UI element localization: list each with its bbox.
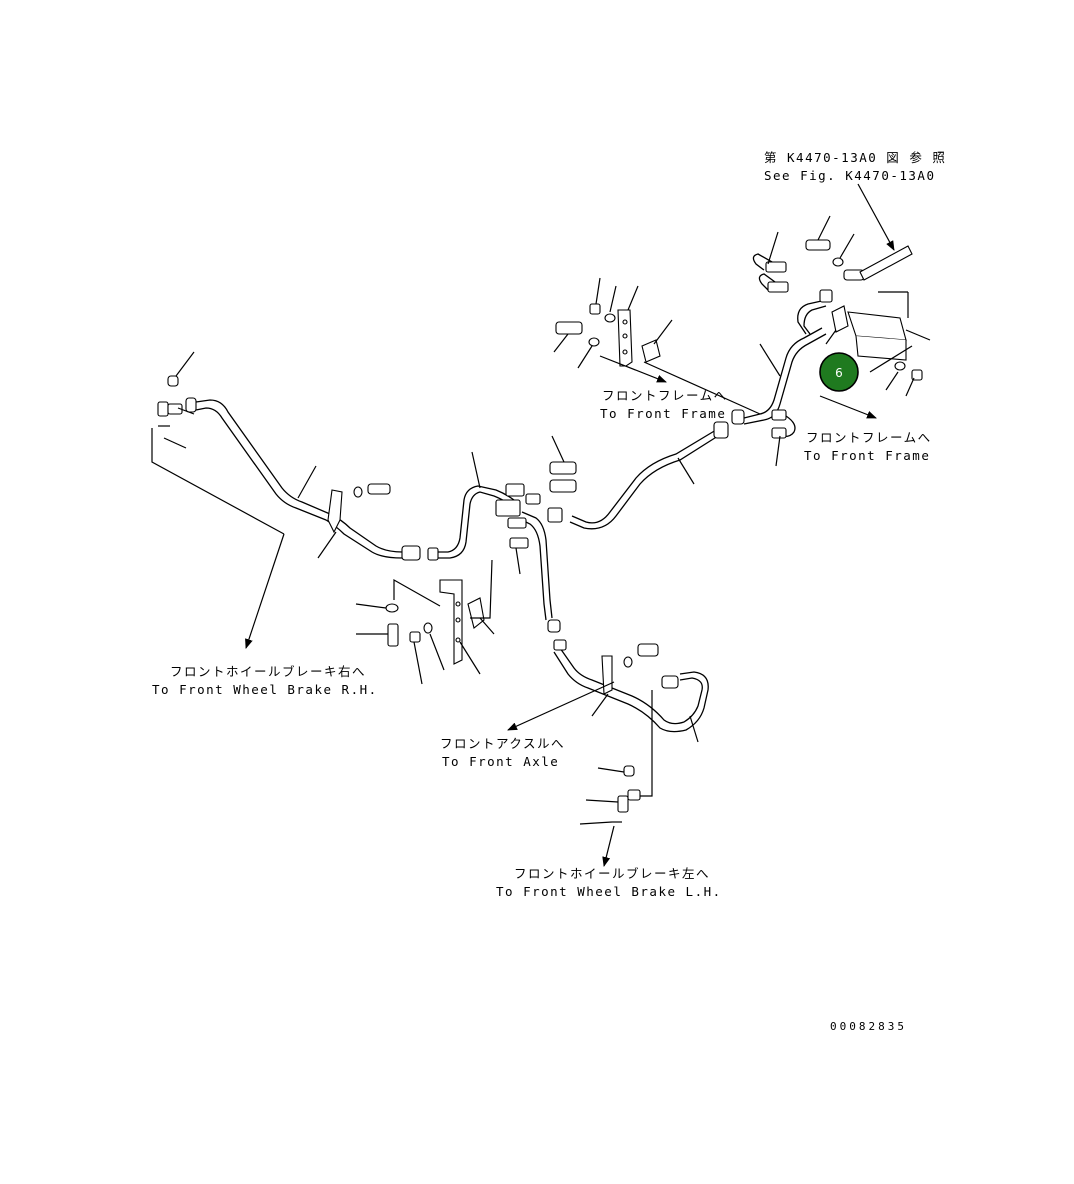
brake-pipe-axle-down — [517, 511, 553, 621]
front-frame-upper-jp: フロントフレームへ — [602, 388, 728, 403]
front-frame-upper-en: To Front Frame — [600, 406, 726, 421]
center-bracket — [385, 579, 485, 665]
see-fig-jp: 第 K4470-13A0 図 参 照 — [764, 150, 946, 165]
rh-brake-fittings — [157, 375, 197, 427]
lh-brake-arrow — [602, 690, 653, 867]
leader-lines — [163, 215, 915, 825]
rh-pipe-nuts — [401, 545, 439, 561]
front-axle-jp: フロントアクスルへ — [440, 736, 565, 751]
upper-right-bracket — [765, 239, 923, 381]
front-frame-right-en: To Front Frame — [804, 448, 930, 463]
see-fig-label: 第 K4470-13A0 図 参 照 See Fig. K4470-13A0 — [764, 150, 946, 183]
front-axle-arrow — [507, 681, 615, 731]
upper-frame-bracket — [555, 303, 661, 367]
brake-pipe-upper-right — [743, 299, 827, 425]
brake-pipe-lh — [553, 647, 709, 733]
lh-brake-fittings — [612, 765, 641, 823]
wheel-brake-rh-jp: フロントホイールブレーキ右へ — [170, 664, 366, 679]
drawing-code: 00082835 — [830, 1020, 907, 1033]
front-axle-label: フロントアクスルへ To Front Axle — [440, 736, 565, 769]
upper-right-u-pipes — [752, 253, 796, 438]
brake-pipe-rh — [195, 399, 403, 559]
brake-pipe-center-loop — [432, 485, 515, 559]
callout-number: 6 — [835, 366, 843, 380]
callout-circle[interactable] — [819, 352, 859, 392]
wheel-brake-lh-en: To Front Wheel Brake L.H. — [496, 884, 722, 899]
wheel-brake-rh-en: To Front Wheel Brake R.H. — [152, 682, 378, 697]
center-junction-block — [495, 461, 577, 549]
see-fig-arrow — [857, 183, 895, 251]
wheel-brake-rh-label: フロントホイールブレーキ右へ To Front Wheel Brake R.H. — [152, 664, 378, 697]
part-callout-6[interactable]: 6 — [819, 352, 859, 392]
brake-pipe-main-upper — [569, 429, 719, 530]
front-axle-en: To Front Axle — [442, 754, 559, 769]
wheel-brake-lh-jp: フロントホイールブレーキ左へ — [514, 866, 710, 881]
front-frame-upper-arrow — [599, 355, 761, 415]
axle-bracket-lines — [393, 559, 493, 619]
front-frame-right-label: フロントフレームへ To Front Frame — [804, 430, 932, 463]
rh-brake-arrow — [151, 428, 285, 649]
front-frame-right-arrow — [819, 291, 931, 419]
main-pipe-nuts — [713, 409, 787, 439]
wheel-brake-lh-label: フロントホイールブレーキ左へ To Front Wheel Brake L.H. — [496, 866, 722, 899]
see-fig-en: See Fig. K4470-13A0 — [764, 168, 936, 183]
front-frame-right-jp: フロントフレームへ — [806, 430, 932, 445]
front-frame-upper-label: フロントフレームへ To Front Frame — [600, 388, 728, 421]
rh-pipe-clamp — [327, 483, 391, 534]
